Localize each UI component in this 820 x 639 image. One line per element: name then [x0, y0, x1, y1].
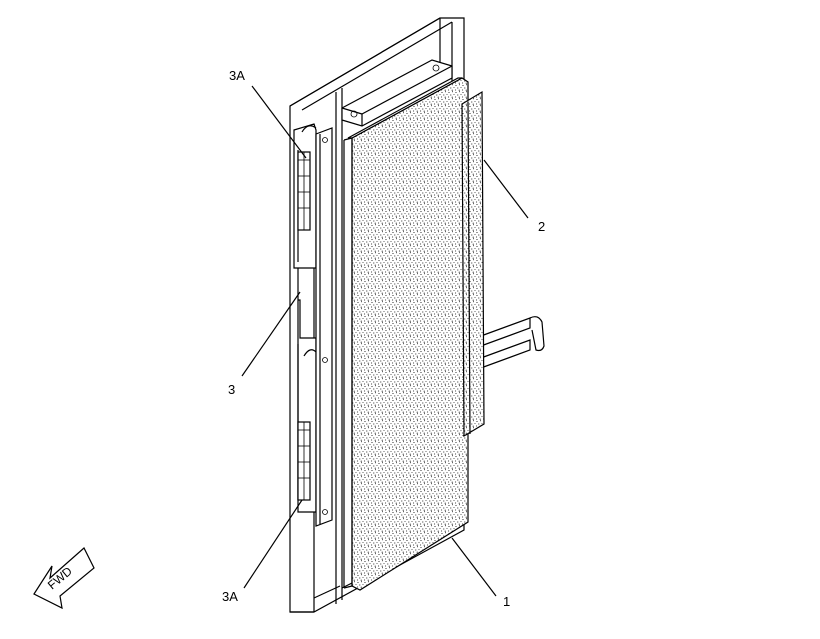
callout-3a-top: 3A: [229, 68, 245, 83]
leader-lines: [241, 85, 529, 597]
fwd-arrow-icon: FWD: [33, 547, 95, 610]
latch-lower: [297, 421, 311, 501]
top-bracket: [341, 59, 453, 127]
latch-upper: [297, 151, 311, 231]
callout-1: 1: [503, 594, 510, 609]
callout-3a-bottom: 3A: [222, 589, 238, 604]
callout-3: 3: [228, 382, 235, 397]
seal-strip: [461, 90, 485, 438]
insulation-block: [343, 77, 469, 591]
hinge-bar: [301, 125, 333, 527]
callout-2: 2: [538, 219, 545, 234]
